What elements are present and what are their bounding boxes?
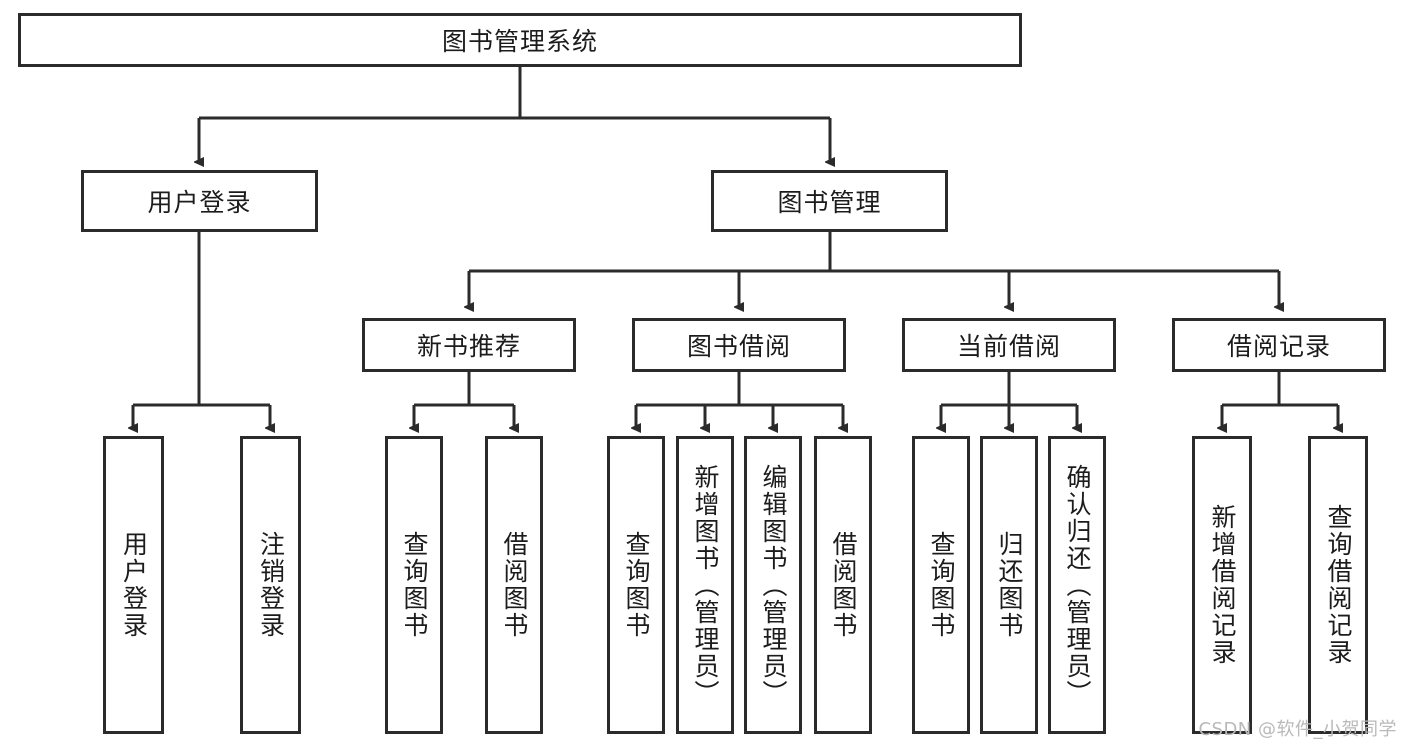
leaf-edit-book-admin-label: 编辑图书（管理员）	[759, 463, 788, 707]
node-book-manage-label: 图书管理	[777, 188, 882, 217]
node-borrow-record[interactable]: 借阅记录	[1172, 318, 1386, 372]
leaf-logout[interactable]: 注销登录	[240, 436, 301, 734]
leaf-add-borrow-record-label: 新增借阅记录	[1208, 504, 1237, 666]
leaf-query-borrow-record-label: 查询借阅记录	[1324, 504, 1353, 666]
node-root[interactable]: 图书管理系统	[18, 13, 1022, 67]
leaf-user-login-label: 用户登录	[119, 531, 149, 639]
leaf-query-book-borrow[interactable]: 查询图书	[607, 436, 665, 734]
leaf-add-book-admin-label: 新增图书（管理员）	[691, 463, 720, 707]
node-root-label: 图书管理系统	[441, 27, 598, 56]
leaf-query-book-recommend[interactable]: 查询图书	[385, 436, 443, 734]
leaf-query-book-current-label: 查询图书	[927, 531, 956, 639]
node-new-book-recommend-label: 新书推荐	[416, 332, 521, 361]
node-book-borrow-label: 图书借阅	[686, 332, 791, 361]
leaf-borrow-book[interactable]: 借阅图书	[814, 436, 872, 734]
leaf-query-book-recommend-label: 查询图书	[400, 531, 429, 639]
leaf-confirm-return-admin[interactable]: 确认归还（管理员）	[1048, 436, 1106, 734]
leaf-add-borrow-record[interactable]: 新增借阅记录	[1192, 436, 1252, 734]
leaf-borrow-book-recommend[interactable]: 借阅图书	[485, 436, 543, 734]
node-user-login[interactable]: 用户登录	[81, 170, 318, 232]
leaf-query-book-borrow-label: 查询图书	[622, 531, 651, 639]
leaf-return-book[interactable]: 归还图书	[980, 436, 1038, 734]
leaf-borrow-book-recommend-label: 借阅图书	[500, 531, 529, 639]
leaf-confirm-return-admin-label: 确认归还（管理员）	[1063, 463, 1092, 707]
leaf-logout-label: 注销登录	[256, 531, 286, 639]
node-new-book-recommend[interactable]: 新书推荐	[362, 318, 576, 372]
leaf-query-book-current[interactable]: 查询图书	[912, 436, 970, 734]
node-book-borrow[interactable]: 图书借阅	[632, 318, 846, 372]
node-current-borrow-label: 当前借阅	[956, 332, 1061, 361]
leaf-add-book-admin[interactable]: 新增图书（管理员）	[676, 436, 734, 734]
leaf-return-book-label: 归还图书	[995, 531, 1024, 639]
node-current-borrow[interactable]: 当前借阅	[902, 318, 1116, 372]
leaf-borrow-book-label: 借阅图书	[829, 531, 858, 639]
node-user-login-label: 用户登录	[147, 188, 252, 217]
leaf-user-login[interactable]: 用户登录	[103, 436, 164, 734]
node-book-manage[interactable]: 图书管理	[711, 170, 948, 232]
leaf-edit-book-admin[interactable]: 编辑图书（管理员）	[744, 436, 802, 734]
leaf-query-borrow-record[interactable]: 查询借阅记录	[1308, 436, 1368, 734]
node-borrow-record-label: 借阅记录	[1226, 332, 1331, 361]
csdn-watermark: CSDN @软件_小贺同学	[1198, 719, 1397, 740]
